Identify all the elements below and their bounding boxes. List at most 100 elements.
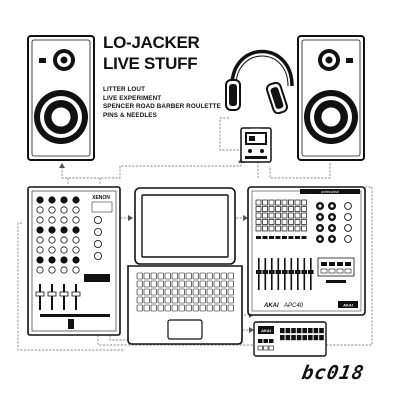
keypad-pad: [319, 335, 324, 341]
laptop-key: [157, 272, 164, 280]
device-knob-center: [318, 204, 322, 208]
laptop-key: [206, 280, 213, 288]
mixer-knob-icon: [72, 266, 80, 274]
transport-button: [320, 268, 328, 274]
transport-button: [329, 262, 335, 266]
clip-stop-button: [269, 236, 274, 239]
laptop-trackpad: [167, 319, 203, 340]
laptop-key: [157, 280, 164, 288]
keypad-pad: [302, 335, 307, 341]
laptop-key: [171, 272, 178, 280]
track-knob-icon: [344, 202, 352, 210]
mixer-knob-icon: [72, 206, 80, 214]
transport-button: [344, 268, 352, 274]
clip-pad: [288, 206, 294, 212]
dj-mixer: XENON: [27, 186, 121, 336]
channel-fader-cap: [301, 270, 308, 274]
keypad-pad: [280, 328, 285, 334]
mixer-knob-icon: [60, 236, 68, 244]
channel-fader-cap: [256, 270, 262, 274]
laptop-key: [206, 288, 213, 296]
laptop-key: [157, 288, 164, 296]
recorder-brand: ZOOM: [252, 128, 261, 132]
laptop-key: [220, 288, 227, 296]
mixer-knob-icon: [60, 216, 68, 224]
clip-pad: [255, 225, 262, 232]
laptop-key: [206, 304, 213, 312]
clip-pad: [288, 219, 294, 225]
keypad-pad: [308, 328, 313, 334]
clip-stop-button: [256, 236, 261, 239]
clip-pad: [268, 219, 275, 225]
laptop-key: [220, 272, 227, 280]
device-knob-center: [330, 215, 334, 219]
laptop-key: [199, 304, 206, 312]
laptop-key: [213, 272, 220, 280]
keypad-pad: [285, 328, 291, 334]
clip-pad: [281, 219, 288, 225]
laptop-key: [213, 296, 220, 304]
clip-pad: [262, 219, 268, 225]
fader-cap-icon: [35, 291, 45, 297]
clip-pad: [255, 219, 262, 225]
clip-pad: [255, 206, 262, 212]
laptop-key: [213, 280, 220, 288]
laptop-key: [206, 272, 213, 280]
clip-pad: [294, 225, 301, 232]
laptop-key: [178, 296, 185, 304]
laptop-key: [213, 288, 220, 296]
mixer-knob-icon: [72, 236, 80, 244]
fader-cap-icon: [71, 291, 81, 297]
laptop-key: [136, 280, 143, 288]
channel-faders: [256, 257, 355, 290]
laptop-key: [171, 304, 178, 312]
laptop-key: [220, 280, 227, 288]
keypad-pad: [296, 335, 302, 341]
transport-button: [345, 262, 351, 266]
clip-pad: [255, 212, 262, 219]
fader-cap-icon: [59, 291, 69, 297]
clip-stop-button: [301, 236, 307, 239]
clip-pad: [288, 225, 294, 232]
laptop-key: [192, 280, 199, 288]
clip-pad: [262, 199, 268, 206]
laptop-key: [136, 288, 143, 296]
mixer-knobs: [36, 196, 103, 274]
mixer-knob-icon: [36, 266, 44, 274]
device-knob-center: [330, 237, 334, 241]
clip-launch-grid: [255, 199, 307, 239]
laptop-key: [178, 280, 185, 288]
keypad-pad: [313, 335, 319, 341]
fader-track: [75, 284, 77, 310]
laptop-key: [185, 304, 192, 312]
track-list: LITTER LOUT LIVE EXPERIMENT SPENCER ROAD…: [103, 86, 243, 120]
laptop-key: [199, 272, 206, 280]
laptop-key: [157, 296, 164, 304]
mixer-knob-icon: [36, 246, 44, 254]
laptop-key: [136, 296, 143, 304]
mixer-knob-icon: [48, 256, 56, 264]
keypad-button: [257, 345, 263, 351]
clip-pad: [275, 212, 281, 219]
device-knobs: [316, 202, 352, 243]
keypad-pads: [257, 328, 324, 351]
headphones-icon: [225, 49, 294, 115]
device-knob-center: [330, 226, 334, 230]
controller-header: professional: [320, 190, 338, 194]
track-2: LIVE EXPERIMENT: [103, 94, 162, 102]
laptop-key: [227, 280, 234, 288]
laptop-key: [178, 272, 185, 280]
mixer-knob-icon: [60, 206, 68, 214]
zoom-recorder: ZOOM: [240, 127, 272, 163]
clip-pad: [294, 212, 301, 219]
keypad-pad: [319, 328, 324, 334]
laptop-key: [185, 288, 192, 296]
apc40-controller: professional AKAI APC40 AKAI: [247, 186, 366, 316]
title-line-2: LIVE STUFF: [103, 54, 198, 73]
laptop-key: [143, 288, 150, 296]
mixer-knob-icon: [60, 256, 68, 264]
clip-pad: [281, 225, 288, 232]
mixer-knob-icon: [48, 236, 56, 244]
